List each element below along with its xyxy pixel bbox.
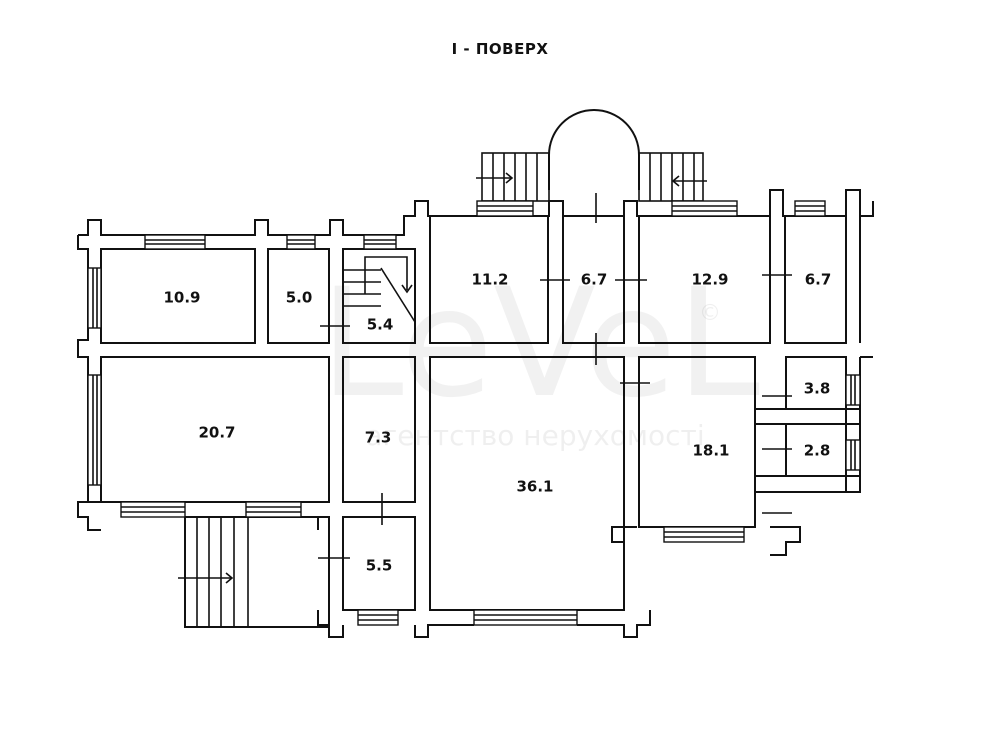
room-area-label: 5.0 (286, 289, 313, 307)
watermark-tagline: агентство нерухомості (365, 419, 704, 452)
room-area-label: 10.9 (163, 289, 200, 307)
room-area-label: 5.5 (366, 557, 393, 575)
exterior-stair-bottom (178, 517, 249, 627)
room-area-label: 36.1 (516, 478, 553, 496)
doors (318, 193, 792, 559)
room-area-label: 6.7 (805, 271, 832, 289)
windows (87, 200, 861, 626)
room-area-label: 11.2 (471, 271, 508, 289)
dashed-partitions (101, 342, 431, 500)
room-area-label: 12.9 (691, 271, 728, 289)
watermark-copyright: © (699, 301, 721, 326)
room-area-label: 3.8 (804, 380, 831, 398)
room-area-label: 2.8 (804, 442, 831, 460)
room-area-label: 5.4 (367, 316, 394, 334)
entrance-porch (476, 109, 707, 202)
room-labels: 10.9 5.0 5.4 11.2 6.7 12.9 6.7 20.7 7.3 … (163, 271, 831, 575)
room-area-label: 6.7 (581, 271, 608, 289)
floor-title: І - ПОВЕРХ (451, 40, 549, 58)
interior-stair (343, 256, 416, 323)
room-area-label: 18.1 (692, 442, 729, 460)
room-area-label: 20.7 (198, 424, 235, 442)
room-area-label: 7.3 (365, 429, 392, 447)
